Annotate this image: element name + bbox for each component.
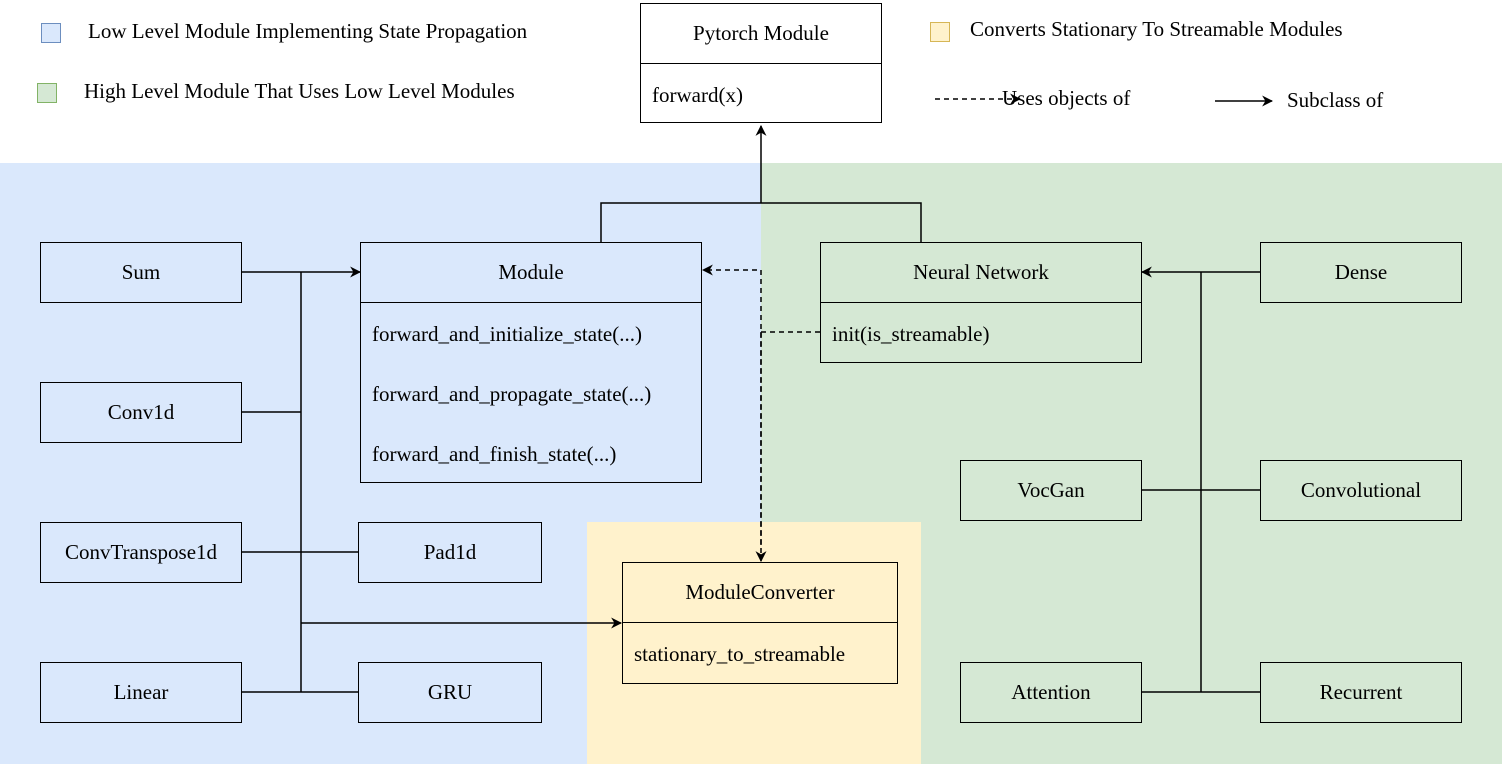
neural-network-method-init: init(is_streamable) [832,322,990,346]
legend-low-level-label: Low Level Module Implementing State Prop… [88,19,528,43]
legend-swatch-converter [930,22,950,42]
neural-network-class: Neural Network init(is_streamable) [820,242,1142,363]
conv1d-box: Conv1d [40,382,242,443]
gru-box: GRU [358,662,542,723]
sum-box: Sum [40,242,242,303]
pad1d-box: Pad1d [358,522,542,583]
converter-method-stationary: stationary_to_streamable [634,642,846,666]
legend-converter-label: Converts Stationary To Streamable Module… [970,17,1343,41]
module-to-pytorch-line [600,202,922,242]
module-converter-class: ModuleConverter stationary_to_streamable [622,562,898,684]
module-title: Module [361,243,701,303]
module-converter-title: ModuleConverter [623,563,897,623]
legend-high-level-label: High Level Module That Uses Low Level Mo… [84,79,515,103]
dense-box: Dense [1260,242,1462,303]
attention-box: Attention [960,662,1142,723]
legend-swatch-high-level [37,83,57,103]
pytorch-method-forward: forward(x) [652,83,743,107]
uses-module-dashed-arrow [701,264,762,545]
legend-swatch-low-level [41,23,61,43]
pytorch-module-class: Pytorch Module forward(x) [640,3,882,123]
module-method-finish: forward_and_finish_state(...) [372,442,617,466]
convtranspose1d-box: ConvTranspose1d [40,522,242,583]
convolutional-box: Convolutional [1260,460,1462,521]
legend-subclass-label: Subclass of [1287,88,1384,112]
linear-box: Linear [40,662,242,723]
vocgan-box: VocGan [960,460,1142,521]
recurrent-box: Recurrent [1260,662,1462,723]
legend-uses-objects-label: Uses objects of [1002,86,1131,110]
module-method-initialize: forward_and_initialize_state(...) [372,322,642,346]
pytorch-module-title: Pytorch Module [641,4,881,64]
neural-network-title: Neural Network [821,243,1141,303]
module-class: Module forward_and_initialize_state(...)… [360,242,702,483]
module-method-propagate: forward_and_propagate_state(...) [372,382,652,406]
